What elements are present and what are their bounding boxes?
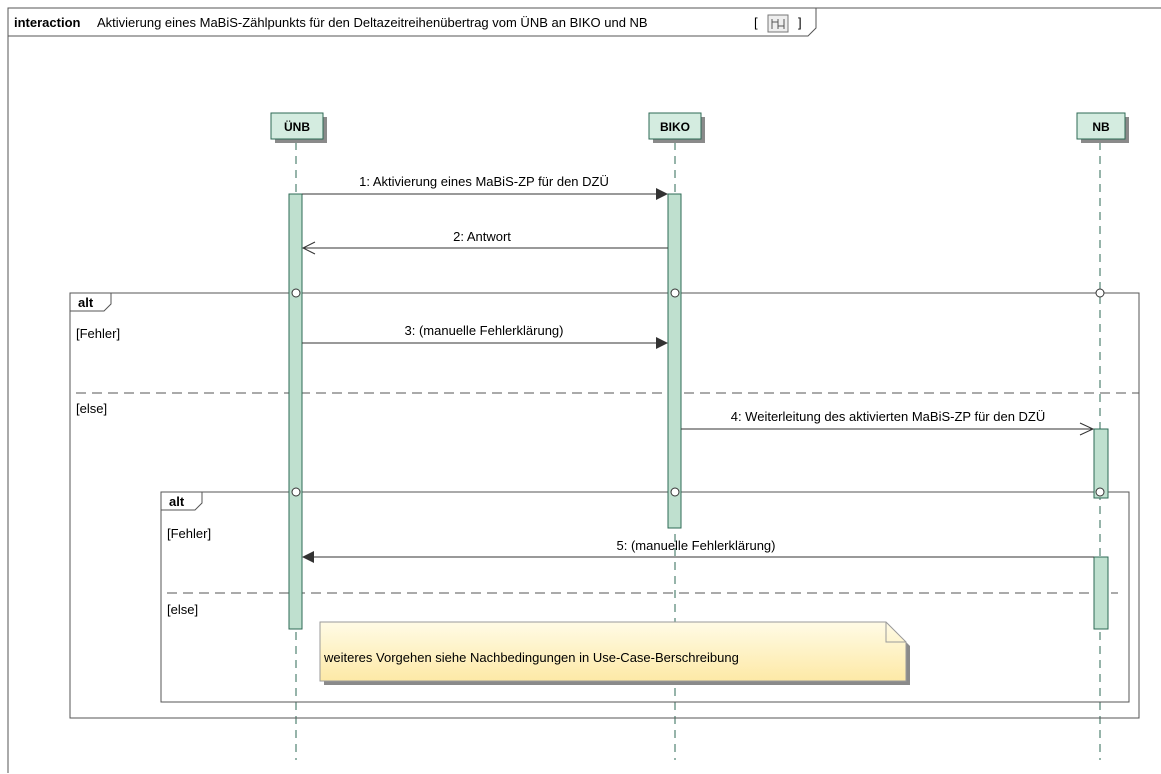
frame-keyword: interaction [14, 15, 81, 30]
message-4: 4: Weiterleitung des aktivierten MaBiS-Z… [681, 409, 1095, 436]
alt-fragment-outer: alt [Fehler] [else] [69, 292, 1140, 719]
message-1-label: 1: Aktivierung eines MaBiS-ZP für den DZ… [359, 174, 609, 189]
lifeline-biko-label: BIKO [660, 120, 690, 134]
guard-outer-else: [else] [76, 401, 107, 416]
lifeline-nb-label: NB [1092, 120, 1110, 134]
message-3: 3: (manuelle Fehlerklärung) [302, 323, 668, 349]
message-1: 1: Aktivierung eines MaBiS-ZP für den DZ… [302, 174, 668, 200]
message-3-label: 3: (manuelle Fehlerklärung) [405, 323, 564, 338]
message-5-label: 5: (manuelle Fehlerklärung) [617, 538, 776, 553]
lifeline-nb: NB [1076, 112, 1129, 143]
lifeline-biko: BIKO [648, 112, 705, 143]
message-2-label: 2: Antwort [453, 229, 511, 244]
alt-operator-outer: alt [78, 295, 94, 310]
activation-biko [667, 193, 682, 529]
message-5: 5: (manuelle Fehlerklärung) [302, 538, 1094, 563]
fragment-markers [291, 288, 1105, 497]
activation-nb-1 [1093, 428, 1109, 499]
interaction-frame: interaction Aktivierung eines MaBiS-Zähl… [7, 7, 1161, 773]
lifeline-uenb-label: ÜNB [284, 119, 310, 134]
frame-title: Aktivierung eines MaBiS-Zählpunkts für d… [97, 15, 648, 30]
frame-bracket-open: [ [754, 15, 758, 30]
sequence-diagram-icon [767, 14, 789, 33]
activation-uenb [288, 193, 303, 630]
guard-inner-fehler: [Fehler] [167, 526, 211, 541]
guard-inner-else: [else] [167, 602, 198, 617]
alt-operator-inner: alt [169, 494, 185, 509]
message-2: 2: Antwort [301, 229, 668, 255]
note-text: weiteres Vorgehen siehe Nachbedingungen … [323, 650, 739, 665]
alt-fragment-inner: alt [Fehler] [else] [160, 491, 1130, 703]
note: weiteres Vorgehen siehe Nachbedingungen … [319, 621, 910, 685]
activation-bars [288, 193, 1109, 630]
guard-outer-fehler: [Fehler] [76, 326, 120, 341]
lifeline-uenb: ÜNB [270, 112, 327, 143]
activation-nb-2 [1093, 556, 1109, 630]
frame-bracket-close: ] [798, 15, 802, 30]
message-4-label: 4: Weiterleitung des aktivierten MaBiS-Z… [731, 409, 1046, 424]
